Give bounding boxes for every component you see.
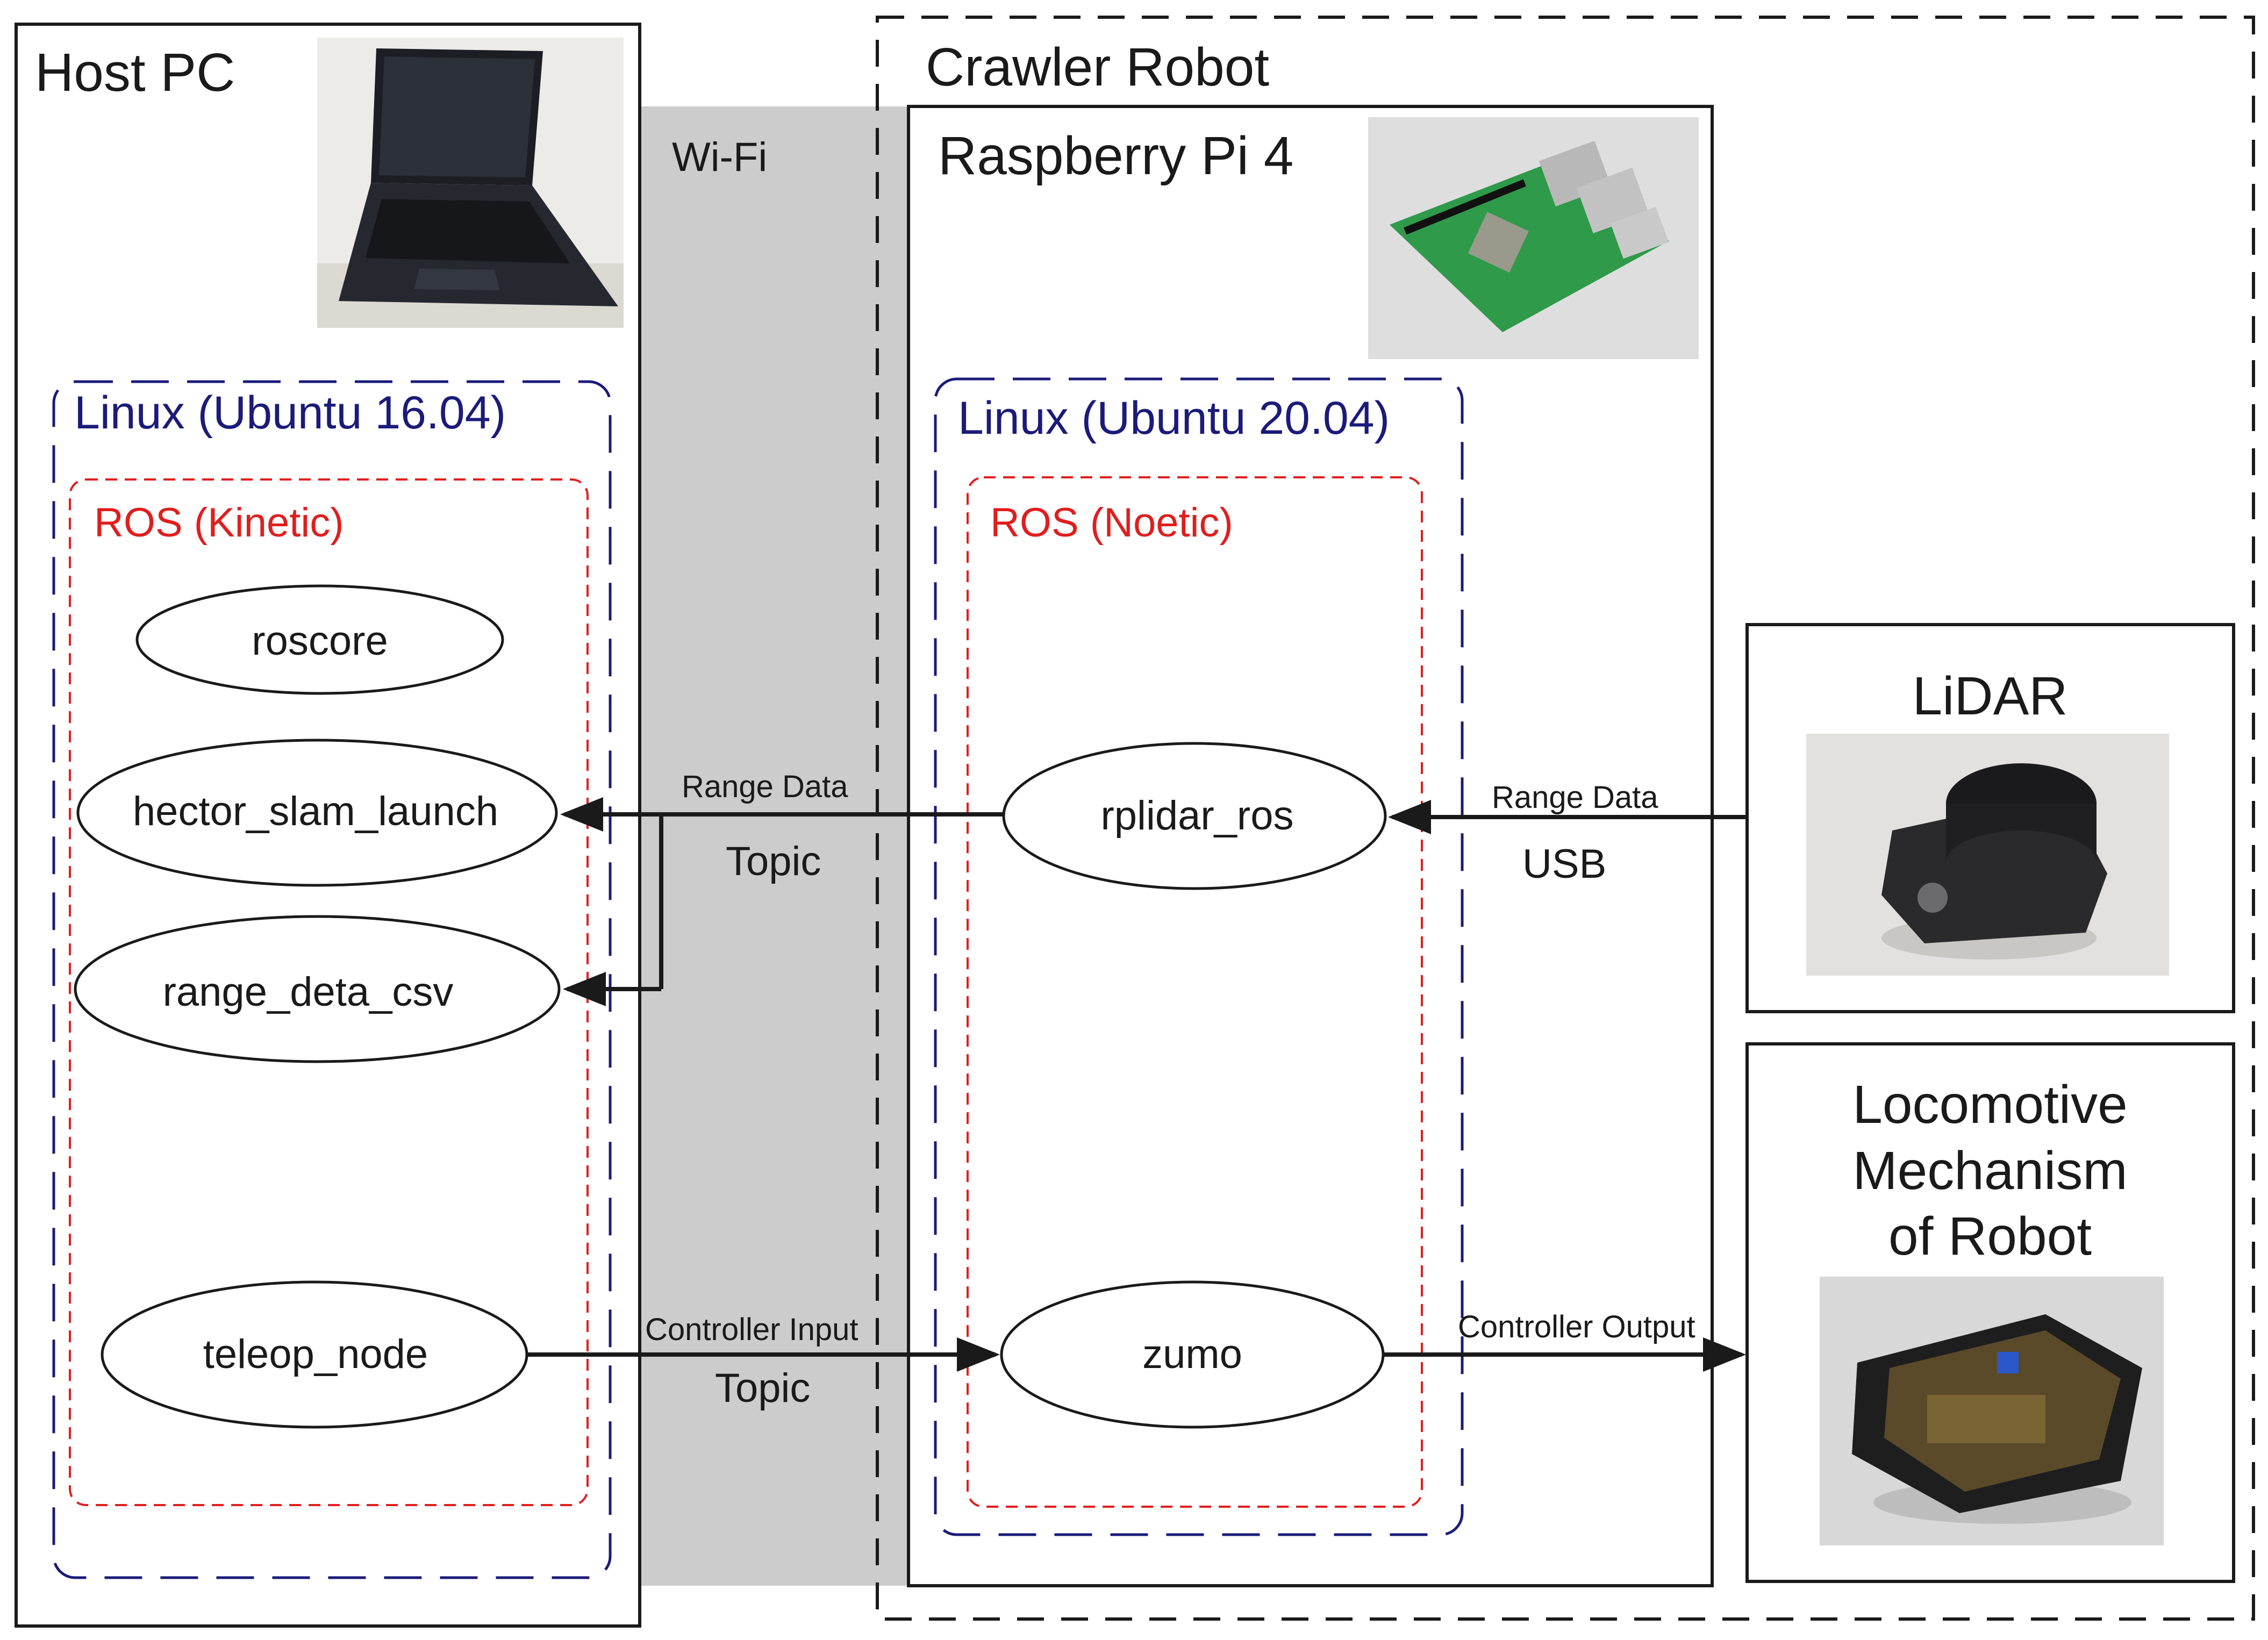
wifi-label: Wi-Fi	[672, 134, 768, 180]
hector-slam-launch-label: hector_slam_launch	[132, 789, 499, 834]
host-linux-box	[52, 380, 612, 1579]
pi-linux-box	[934, 377, 1464, 1536]
lidar-title: LiDAR	[1912, 666, 2068, 726]
locomotion-title-line-2: Mechanism	[1852, 1141, 2128, 1201]
crawler-robot-frame	[876, 16, 2255, 1621]
rplidar-ros-label: rplidar_ros	[1100, 793, 1294, 839]
host-os-label: Linux (Ubuntu 16.04)	[74, 387, 506, 439]
zumo-node	[1000, 1280, 1385, 1429]
hector-slam-launch-node	[76, 739, 558, 887]
crawler-robot-title: Crawler Robot	[926, 37, 1270, 97]
usb-label: USB	[1522, 841, 1607, 887]
teleop-node-label: teleop_node	[203, 1331, 428, 1377]
lidar-photo	[1806, 734, 2169, 976]
pi-os-label: Linux (Ubuntu 20.04)	[958, 392, 1390, 444]
host-pc-box	[15, 23, 641, 1628]
range-deta-csv-label: range_deta_csv	[162, 969, 454, 1015]
zumo-robot-photo	[1820, 1277, 2164, 1545]
raspberry-pi-photo	[1368, 117, 1699, 359]
usb-range-data-label: Range Data	[1492, 780, 1658, 815]
topic-range-data-label: Range Data	[682, 769, 848, 804]
locomotion-title-line-1: Locomotive	[1852, 1075, 2128, 1135]
roscore-node	[135, 584, 504, 695]
controller-output-label: Controller Output	[1458, 1309, 1695, 1344]
wifi-band	[640, 106, 908, 1586]
topic-label-top: Topic	[726, 839, 821, 884]
controller-input-label: Controller Input	[645, 1312, 858, 1347]
raspberry-pi-title: Raspberry Pi 4	[938, 126, 1294, 186]
host-ros-label: ROS (Kinetic)	[94, 500, 344, 546]
host-pc-title: Host PC	[35, 42, 235, 103]
range-deta-csv-node	[74, 915, 561, 1063]
zumo-label: zumo	[1142, 1331, 1242, 1377]
topic-label-bottom: Topic	[715, 1365, 811, 1411]
laptop-photo	[317, 38, 624, 328]
pi-ros-label: ROS (Noetic)	[990, 500, 1233, 546]
roscore-label: roscore	[252, 618, 388, 664]
locomotion-title-line-3: of Robot	[1888, 1206, 2092, 1266]
